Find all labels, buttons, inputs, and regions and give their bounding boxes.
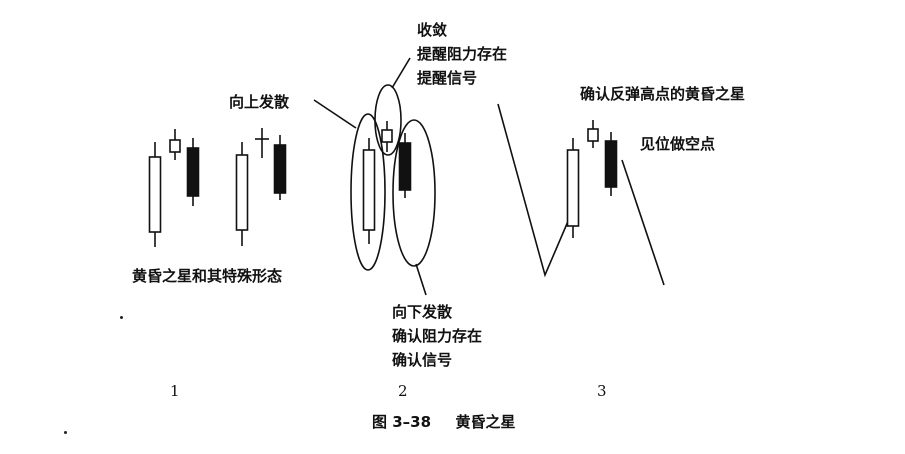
diverge-down-line2-label: 确认信号 <box>392 351 453 369</box>
group1-black-candle <box>186 138 200 206</box>
figure-caption: 图 3–38 黄昏之星 <box>372 411 516 432</box>
diverge-up-ellipse <box>350 113 386 271</box>
converge-line1-label: 提醒阻力存在 <box>417 45 508 63</box>
group1b-doji-candle <box>255 128 269 158</box>
diverge-down-line1-label: 确认阻力存在 <box>392 327 483 345</box>
diverge-up-pointer <box>313 99 357 129</box>
figure-title: 黄昏之星 <box>455 413 516 431</box>
group2-white-candle <box>362 138 376 244</box>
diverge-down-ellipse <box>392 119 436 267</box>
diverge-up-label: 向上发散 <box>229 93 290 111</box>
group1-white-candle <box>148 142 162 247</box>
group3-white-candle <box>566 138 580 238</box>
downtrend-line <box>621 159 665 286</box>
panel-number-2: 2 <box>398 382 408 400</box>
group1b-white-candle <box>235 142 249 246</box>
group1-star-candle <box>169 129 181 160</box>
converge-ellipse <box>374 84 402 156</box>
panel-number-1: 1 <box>170 382 180 400</box>
group2-black-candle <box>398 133 412 198</box>
diverge-down-label: 向下发散 <box>392 303 453 321</box>
converge-pointer <box>391 57 411 89</box>
group3-star-candle <box>587 120 599 148</box>
print-speck <box>120 316 123 319</box>
converge-line2-label: 提醒信号 <box>417 69 478 87</box>
confirm-rebound-high-label: 确认反弹高点的黄昏之星 <box>580 85 746 103</box>
converge-title-label: 收敛 <box>417 21 448 39</box>
group1b-black-candle <box>273 135 287 200</box>
price-zigzag-line <box>497 103 573 278</box>
diverge-down-pointer <box>415 263 427 296</box>
figure-number: 图 3–38 <box>372 413 432 431</box>
group3-black-candle <box>604 132 618 196</box>
evening-star-special-label: 黄昏之星和其特殊形态 <box>132 267 283 285</box>
panel-number-3: 3 <box>597 382 607 400</box>
see-short-point-label: 见位做空点 <box>640 135 716 153</box>
print-speck <box>64 431 67 434</box>
group2-star-candle <box>381 121 393 152</box>
